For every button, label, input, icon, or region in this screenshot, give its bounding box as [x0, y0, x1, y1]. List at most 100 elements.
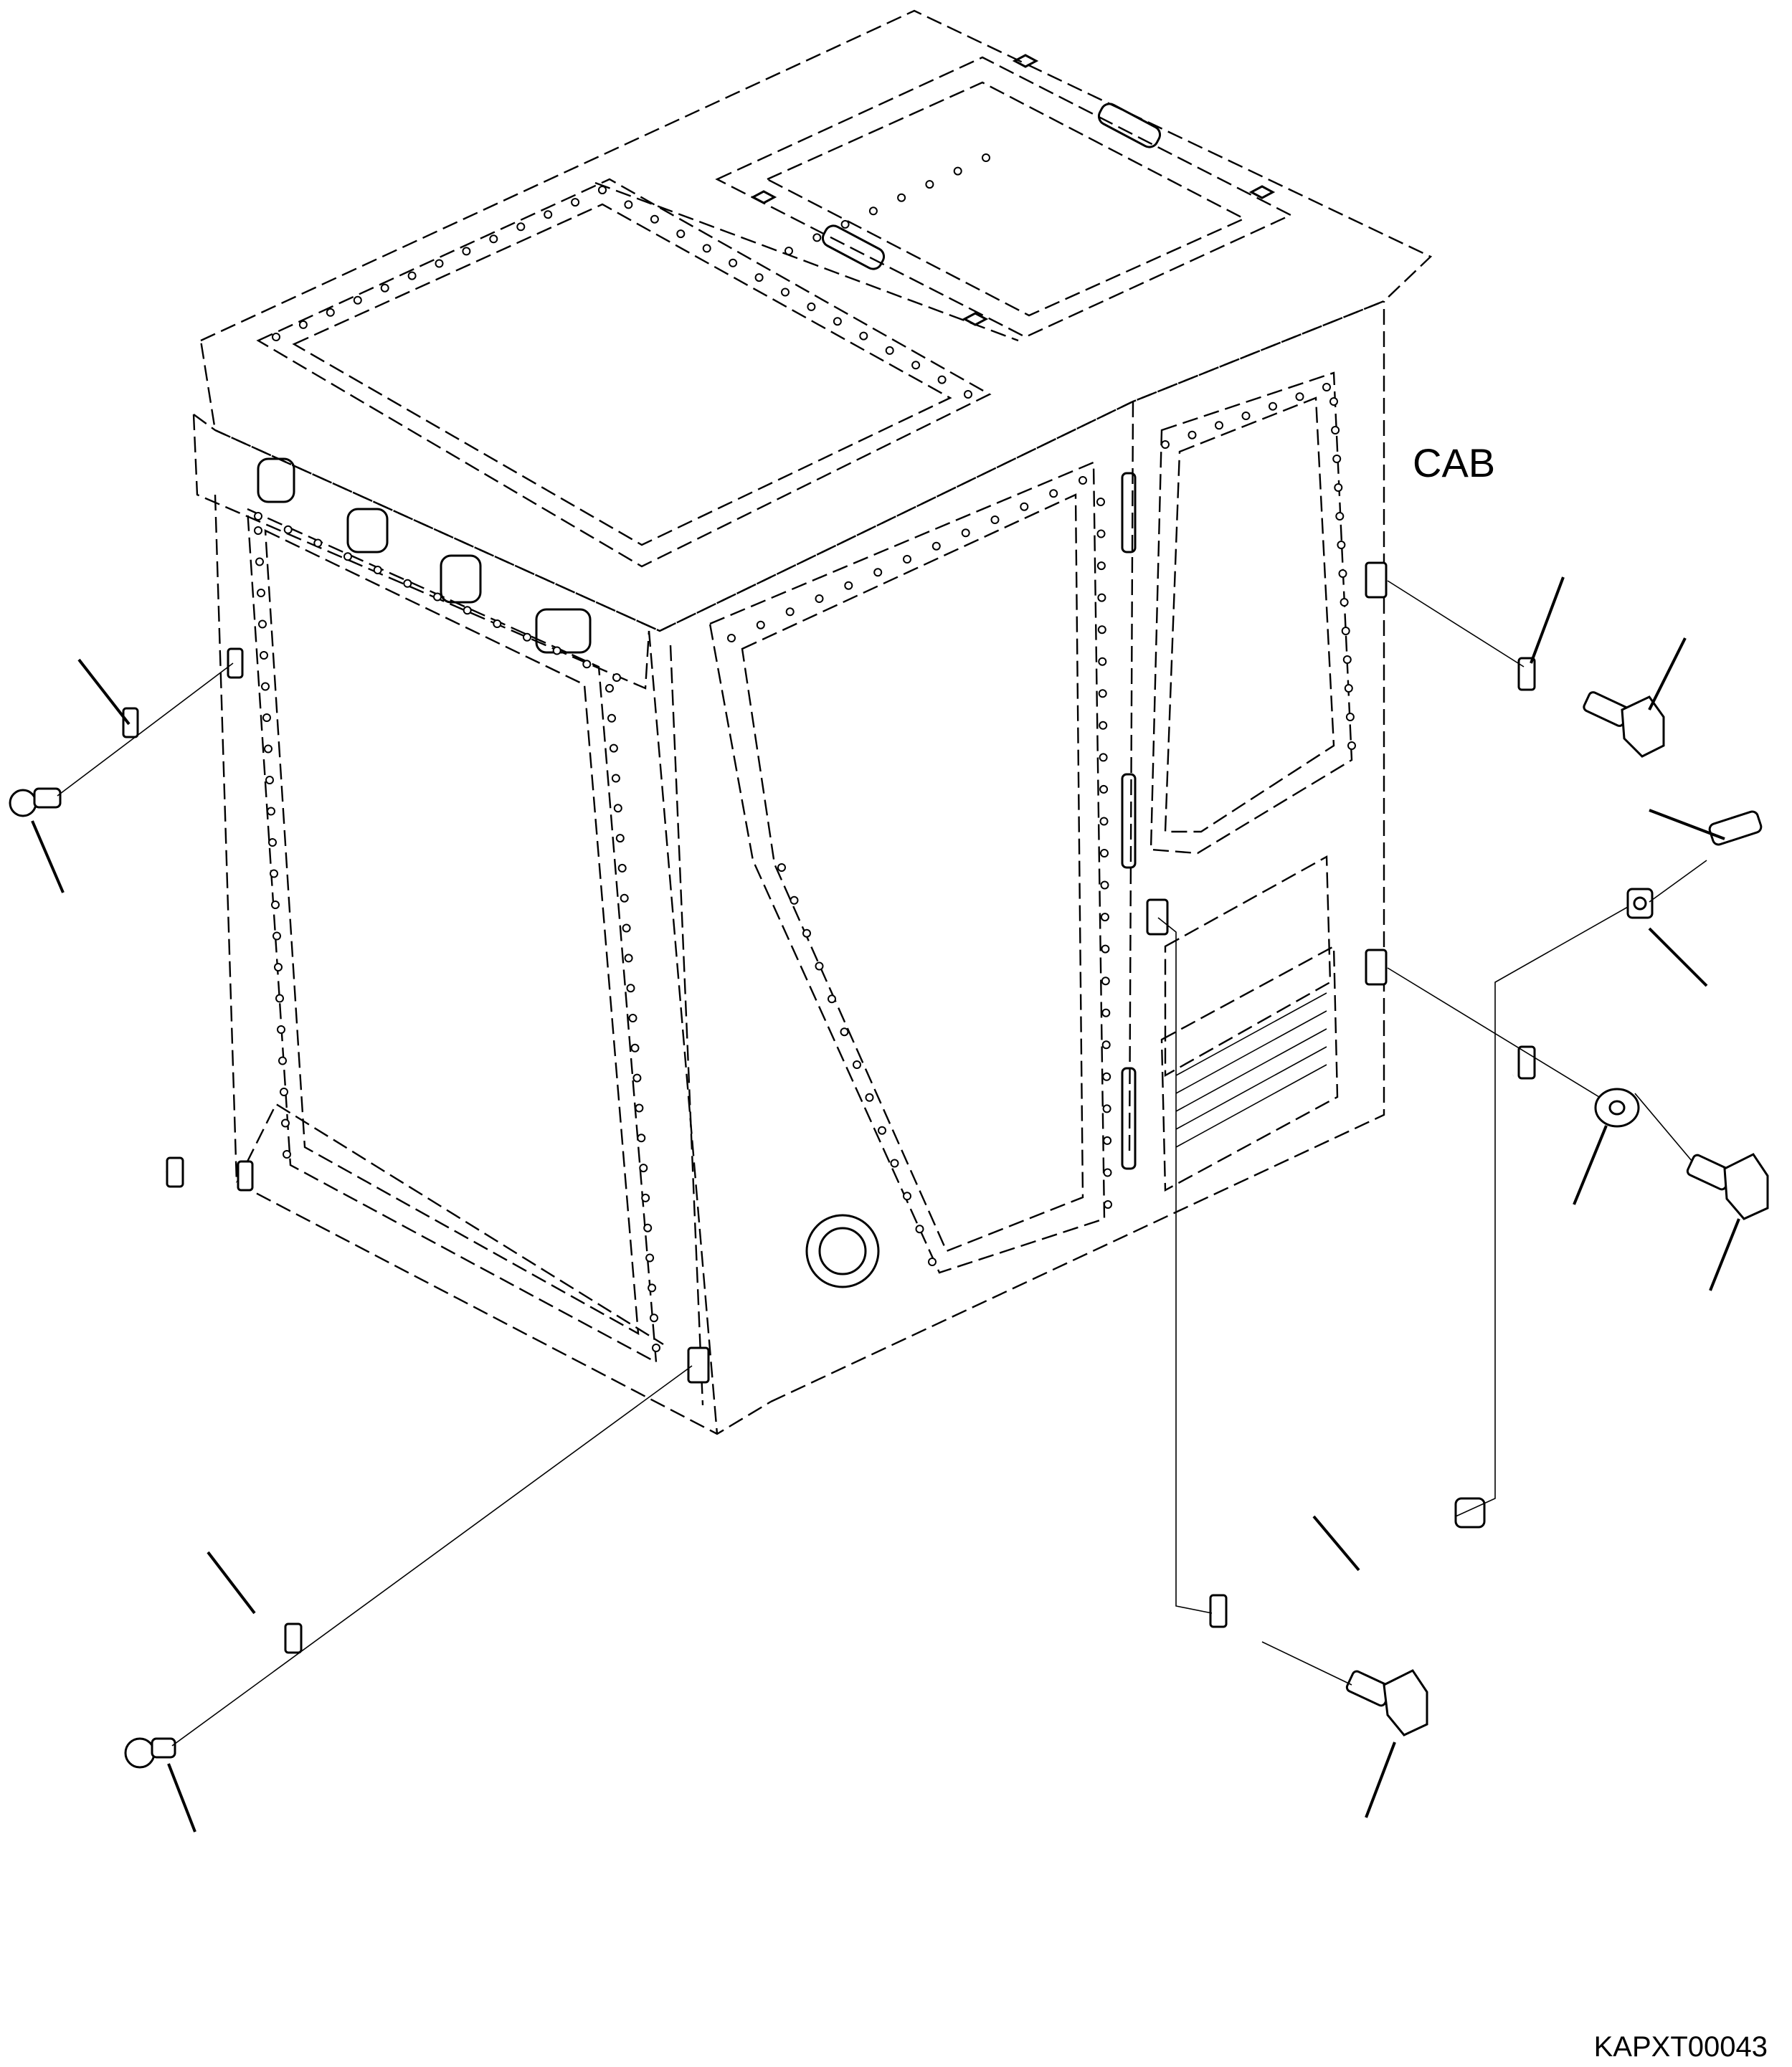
rivet — [257, 589, 265, 597]
rivet — [1097, 625, 1106, 635]
rivet — [582, 660, 592, 669]
rivet — [272, 333, 280, 341]
rivet — [489, 234, 498, 244]
rivet — [878, 1126, 886, 1135]
rivet — [928, 1258, 937, 1266]
rivet — [840, 1027, 849, 1037]
rivet — [270, 869, 278, 878]
rivet — [729, 258, 738, 267]
rivet — [278, 1056, 287, 1065]
drawing-id-label: KAPXT00043 — [1594, 2031, 1768, 2063]
rivet — [265, 776, 274, 784]
rivet — [632, 1073, 642, 1083]
work-lamps — [257, 457, 592, 654]
rivet — [650, 1313, 658, 1323]
rivet — [1101, 1040, 1111, 1050]
rivet — [828, 994, 836, 1004]
rivet — [1338, 569, 1347, 578]
rivet — [1078, 476, 1087, 485]
rivet — [1100, 849, 1109, 857]
rivet — [903, 555, 911, 564]
rivet — [1098, 657, 1107, 666]
rivet — [639, 1164, 648, 1173]
left-handrail-upper — [98, 707, 184, 1188]
rivet — [648, 1283, 657, 1293]
cab-brackets — [227, 561, 1388, 1384]
rivet — [261, 682, 270, 691]
rivet — [1101, 1008, 1111, 1017]
rivet — [635, 1103, 644, 1113]
rivet — [1215, 421, 1223, 430]
rivet — [1345, 713, 1355, 721]
rivet — [1322, 383, 1331, 391]
rivet — [516, 222, 526, 232]
rivet — [275, 994, 284, 1003]
rivet — [815, 594, 824, 603]
rivet — [571, 198, 580, 207]
rivet — [343, 552, 352, 561]
rivet — [1332, 455, 1342, 463]
rivet — [462, 247, 471, 256]
rivet — [1161, 440, 1170, 449]
rivet — [598, 186, 607, 194]
rivet — [274, 963, 283, 971]
rivet — [271, 901, 280, 909]
rivet — [624, 200, 633, 209]
rivet — [645, 1253, 655, 1263]
rivet — [637, 1134, 646, 1143]
rivet — [885, 346, 894, 355]
rivet — [613, 804, 622, 813]
rivet — [982, 153, 990, 162]
rivet — [1341, 627, 1350, 635]
rivet — [373, 566, 382, 574]
rivet — [961, 528, 970, 538]
left-bolt-upper — [9, 787, 62, 817]
rivet — [620, 893, 629, 903]
rivet — [790, 895, 799, 905]
rivet — [1097, 593, 1106, 602]
rivet — [807, 302, 816, 311]
rivet — [493, 619, 502, 628]
round-cap — [805, 1214, 880, 1288]
rivet — [964, 390, 972, 399]
rivet — [380, 283, 389, 293]
rivet — [617, 863, 627, 873]
rivet — [777, 863, 786, 872]
rivet — [544, 210, 553, 219]
rivet — [915, 1225, 924, 1234]
rivet — [403, 579, 412, 588]
rivet — [953, 166, 962, 176]
rivet — [1049, 489, 1058, 498]
rivet — [853, 1060, 861, 1069]
right-bolt-middle — [1708, 810, 1763, 846]
rivet — [254, 512, 262, 521]
assembly-label: CAB — [1413, 440, 1495, 485]
rivet — [840, 219, 850, 229]
rivet — [255, 557, 264, 566]
rivet — [605, 684, 614, 693]
rivet — [1102, 1104, 1111, 1113]
rivet — [254, 526, 262, 535]
rivet — [1101, 977, 1110, 986]
rivet — [272, 931, 281, 941]
right-bolt-top — [1583, 691, 1665, 758]
left-handrail-lower — [231, 1160, 303, 1654]
rivet — [1334, 483, 1343, 492]
rivet-pattern — [254, 153, 1356, 1352]
rivet — [868, 206, 878, 216]
rivet — [298, 320, 308, 329]
right-clamp-upper — [1626, 888, 1654, 919]
rivet — [258, 619, 267, 629]
rivet — [283, 1150, 291, 1159]
rivet — [702, 244, 711, 253]
rivet — [326, 308, 335, 317]
rivet — [612, 673, 621, 682]
rivet — [611, 774, 620, 783]
right-projection-lines — [1157, 580, 1707, 1686]
rivet — [622, 923, 631, 933]
rivet — [1103, 1168, 1112, 1177]
rivet — [264, 744, 272, 754]
rivet — [1100, 913, 1109, 922]
rivet — [784, 247, 793, 255]
